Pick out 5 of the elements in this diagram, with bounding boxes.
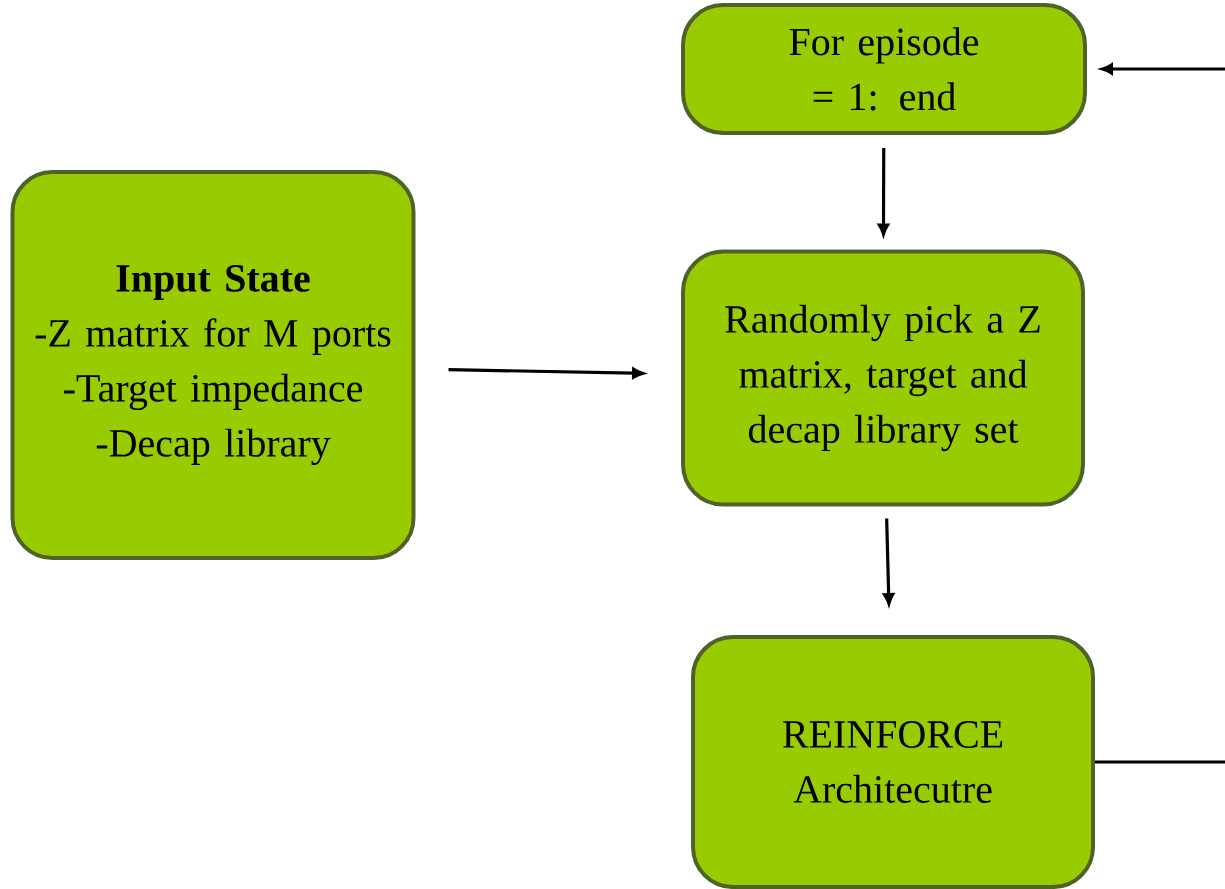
process-box: Randomly pick a Z matrix, target and decap library set — [681, 249, 1085, 507]
process-box: REINFORCE Architecutre — [691, 635, 1095, 889]
process-box: For episode = 1: end — [681, 3, 1087, 135]
arrow — [1095, 63, 1225, 764]
process-box: Input State -Z matrix for M ports -Target impedance -Decap library — [10, 170, 416, 560]
